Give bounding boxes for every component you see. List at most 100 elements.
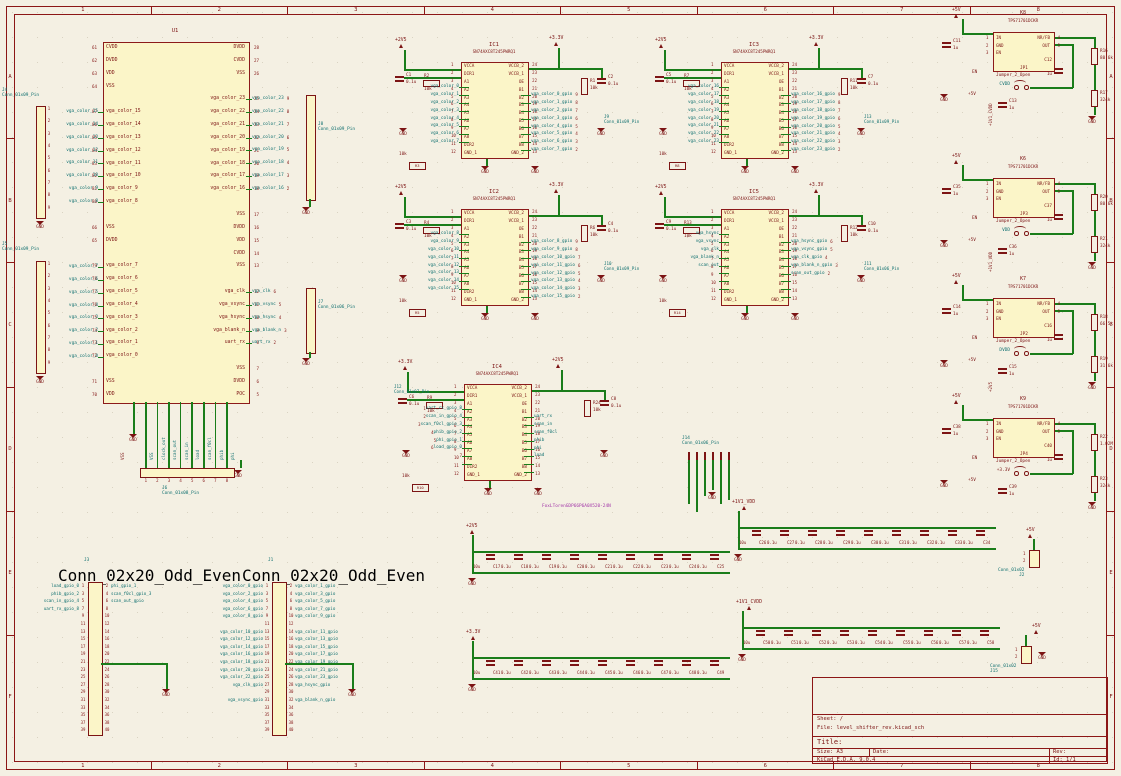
pin-number[interactable]: 4 (47, 297, 51, 303)
gnd-symbol[interactable]: GND (468, 578, 476, 587)
pin-number[interactable]: 1 (1015, 647, 1018, 652)
net-label[interactable]: vga_color_11 (52, 157, 104, 170)
net-label[interactable]: CVDD (999, 82, 1010, 87)
net-label[interactable]: vga_color_10 (52, 170, 104, 183)
gnd-symbol[interactable]: GND (302, 358, 310, 367)
gnd-symbol[interactable]: GND (36, 376, 44, 385)
pin-number[interactable]: 3 (47, 130, 51, 136)
pin-number[interactable]: 6 (202, 478, 205, 483)
connector-j8[interactable] (306, 95, 316, 201)
connector-j6[interactable] (140, 468, 235, 478)
net-label[interactable] (781, 277, 863, 285)
resistor[interactable]: 10kR8 (659, 152, 686, 171)
enable-label[interactable]: EN (972, 336, 978, 341)
gnd-symbol[interactable]: GND (1088, 262, 1096, 271)
net-label[interactable] (524, 460, 606, 468)
pin-number[interactable]: 4 (47, 142, 51, 148)
pin-number[interactable]: 7 (47, 334, 51, 340)
header-pin[interactable]: 33 (264, 704, 270, 710)
pin-number[interactable]: 9 (47, 204, 51, 210)
ic-reference[interactable]: IC3 (749, 42, 759, 48)
gnd-symbol[interactable]: GND (741, 313, 749, 322)
net-label[interactable]: vga_color_12 (52, 145, 104, 158)
gnd-symbol[interactable]: GND (940, 94, 948, 103)
pin-number[interactable]: 3 (47, 285, 51, 291)
ic-reference[interactable]: IC2 (489, 189, 499, 195)
gnd-symbol[interactable]: GND (399, 128, 407, 137)
gnd-symbol[interactable]: GND (484, 488, 492, 497)
u1-pin[interactable] (106, 209, 168, 222)
header-pin[interactable]: 33 (80, 704, 86, 710)
net-label[interactable]: 7 (394, 452, 472, 460)
net-label[interactable]: vga_vsync (651, 238, 729, 246)
pin-number[interactable]: 1 (144, 478, 147, 483)
header-pin[interactable]: 30 (288, 689, 294, 695)
gnd-symbol[interactable]: GND (234, 470, 242, 479)
enable-label[interactable]: EN (972, 216, 978, 221)
ic-part-number[interactable]: SN74AXC8T245PWRQ1 (732, 49, 776, 54)
regulator-body[interactable] (993, 32, 1055, 72)
net-label[interactable]: vga_color_11 (391, 254, 469, 262)
net-label[interactable]: vga_color_4 (52, 300, 104, 313)
net-label[interactable] (651, 269, 729, 277)
net-label[interactable]: vga_clk (651, 246, 729, 254)
gnd-symbol[interactable]: GND (531, 166, 539, 175)
net-label[interactable]: load (195, 449, 201, 460)
net-label[interactable]: vga_color_15 (391, 285, 469, 293)
net-label[interactable]: vga_color_19 (651, 107, 729, 115)
net-label[interactable]: vga_color_8 (391, 230, 469, 238)
net-label[interactable] (781, 285, 863, 293)
